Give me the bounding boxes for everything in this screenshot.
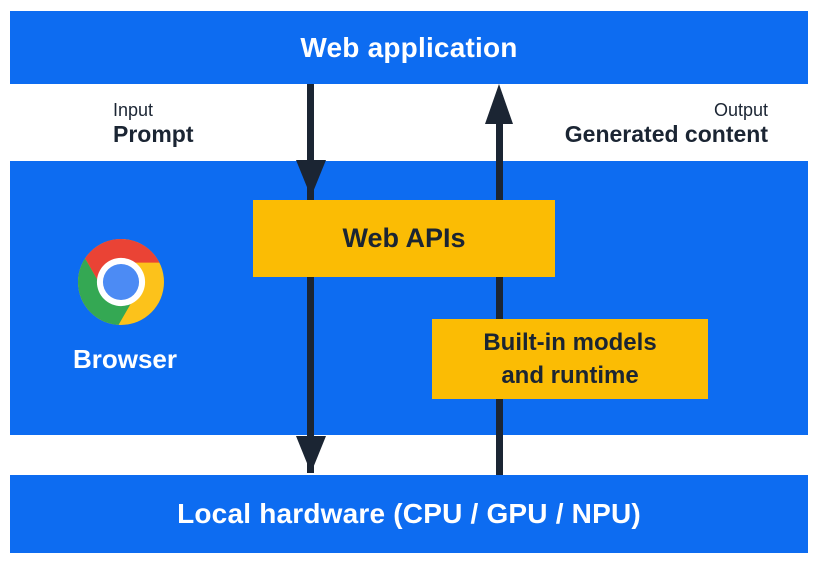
input-caption: Input <box>113 100 154 120</box>
web-apis-box: Web APIs <box>253 200 555 277</box>
down-arrow-icon <box>296 160 326 197</box>
output-flow-arrow-line <box>496 95 503 475</box>
input-flow-arrow-line <box>307 84 314 473</box>
local-hardware-label: Local hardware (CPU / GPU / NPU) <box>177 498 641 529</box>
output-label-group: Output Generated content <box>565 99 768 147</box>
web-apis-label: Web APIs <box>342 223 466 253</box>
down-arrow-icon <box>296 436 326 473</box>
input-label-group: Input Prompt <box>113 99 194 147</box>
output-value-generated-content: Generated content <box>564 121 768 147</box>
output-caption: Output <box>713 100 768 120</box>
builtin-models-label: Built-in models and runtime <box>483 329 657 389</box>
web-application-label: Web application <box>300 31 518 63</box>
browser-label: Browser <box>72 344 178 374</box>
chrome-icon <box>78 239 164 325</box>
up-arrow-icon <box>485 84 513 124</box>
input-value-prompt: Prompt <box>113 121 194 147</box>
web-application-band: Web application <box>10 11 808 84</box>
builtin-models-box: Built-in models and runtime <box>432 319 708 399</box>
local-hardware-band: Local hardware (CPU / GPU / NPU) <box>10 475 808 553</box>
